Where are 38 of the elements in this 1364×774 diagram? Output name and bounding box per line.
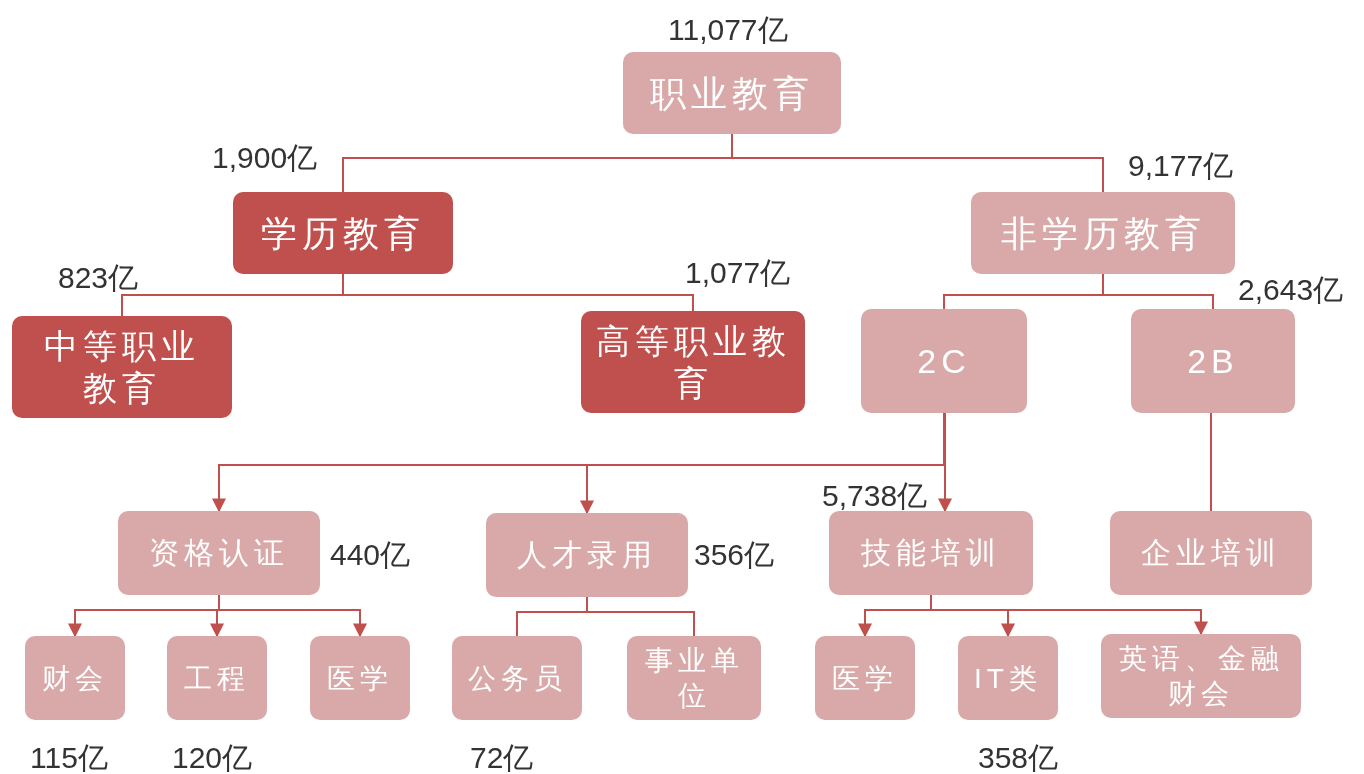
category-box: 职业教育: [623, 52, 841, 134]
value-label: 1,900亿: [212, 140, 318, 176]
value-label: 1,077亿: [685, 255, 791, 291]
value-label: 72亿: [470, 740, 534, 774]
value-label: 823亿: [58, 260, 139, 296]
connector-line: [1102, 273, 1214, 310]
connector-line: [586, 596, 695, 637]
value-label: 440亿: [330, 537, 411, 573]
category-box: 技能培训: [829, 511, 1033, 595]
category-box: 高等职业教育: [581, 311, 805, 413]
category-box: 资格认证: [118, 511, 320, 595]
category-box: 学历教育: [233, 192, 453, 274]
category-box: 事业单位: [627, 636, 761, 720]
category-box: 工程: [167, 636, 267, 720]
category-box: 财会: [25, 636, 125, 720]
arrow: [218, 594, 367, 638]
category-box: 中等职业教育: [12, 316, 232, 418]
value-label: 120亿: [172, 740, 253, 774]
category-box: 2B: [1131, 309, 1295, 413]
category-box: 企业培训: [1110, 511, 1312, 595]
category-box: 非学历教育: [971, 192, 1235, 274]
category-box: 2C: [861, 309, 1027, 413]
category-box: 英语、金融财会: [1101, 634, 1301, 718]
value-label: 9,177亿: [1128, 148, 1234, 184]
category-box: 人才录用: [486, 513, 688, 597]
arrow: [938, 412, 952, 513]
category-box: 医学: [310, 636, 410, 720]
connector-line: [1210, 412, 1212, 512]
value-label: 11,077亿: [668, 12, 788, 48]
value-label: 115亿: [30, 740, 108, 774]
value-label: 358亿: [978, 740, 1059, 774]
arrow: [930, 594, 1208, 636]
value-label: 356亿: [694, 537, 775, 573]
category-box: IT类: [958, 636, 1058, 720]
value-label: 2,643亿: [1238, 272, 1344, 308]
category-box: 公务员: [452, 636, 582, 720]
value-label: 5,738亿: [822, 478, 928, 514]
category-box: 医学: [815, 636, 915, 720]
